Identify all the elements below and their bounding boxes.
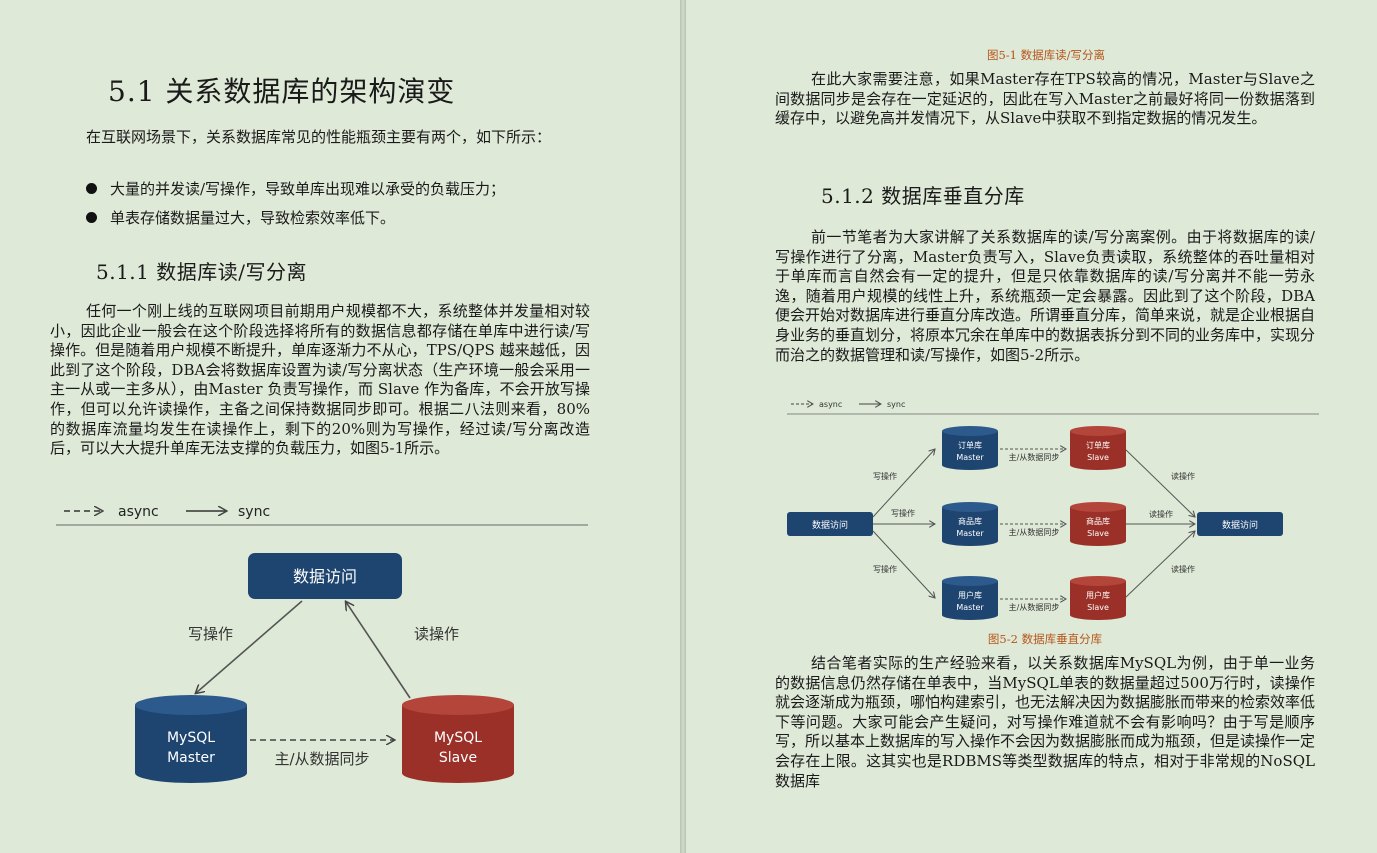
sync-label: 主/从数据同步 [1009, 602, 1060, 612]
db-name: 用户库 [958, 590, 982, 600]
bullet-item: 单表存储数据量过大，导致检索效率低下。 [86, 207, 395, 228]
legend-sync-label: sync [238, 504, 270, 520]
read-arrow [1124, 531, 1195, 599]
legend-async-label: async [118, 504, 159, 520]
db-name: 商品库 [958, 516, 982, 526]
figure1-caption: 图5-1 数据库读/写分离 [986, 48, 1106, 62]
master-cylinder-body [135, 705, 247, 783]
read-label: 读操作 [414, 625, 459, 643]
bullet-text: 大量的并发读/写操作，导致单库出现难以承受的负载压力； [110, 180, 506, 198]
body-paragraph: 在此大家需要注意，如果Master存在TPS较高的情况，Master与Slave… [775, 70, 1315, 128]
read-label: 读操作 [1171, 471, 1195, 481]
slave-label-line1: MySQL [434, 730, 482, 746]
read-label: 读操作 [1149, 509, 1173, 519]
slave-cylinder-top [1070, 576, 1126, 586]
master-cylinder-top [942, 426, 998, 436]
slave-cylinder-body [1070, 431, 1126, 470]
left-page: 5.1 关系数据库的架构演变 在互联网场景下，关系数据库常见的性能瓶颈主要有两个… [0, 0, 680, 853]
body-paragraph: 前一节笔者为大家讲解了关系数据库的读/写分离案例。由于将数据库的读/写操作进行了… [775, 228, 1316, 364]
figure-vertical-sharding: async sync 数据访问 数据访问 写操作 写操作 写操作 读操作 读操作… [787, 400, 1319, 620]
master-cylinder-body [942, 431, 998, 470]
master-label: Master [956, 529, 984, 538]
access-box [248, 553, 402, 599]
legend-async-label: async [819, 400, 842, 409]
slave-cylinder-top [1070, 426, 1126, 436]
db-name: 订单库 [1086, 440, 1110, 450]
read-arrow [1124, 448, 1195, 517]
write-arrow [196, 600, 303, 693]
read-label: 读操作 [1171, 564, 1195, 574]
access-box-left [787, 512, 873, 536]
body-paragraph: 结合笔者实际的生产经验来看，以关系数据库MySQL为例，由于单一业务的数据信息仍… [775, 654, 1316, 790]
legend-sync-label: sync [887, 400, 905, 409]
right-page: 图5-1 数据库读/写分离 在此大家需要注意，如果Master存在TPS较高的情… [686, 0, 1377, 853]
write-arrow [872, 530, 935, 598]
body-paragraph: 任何一个刚上线的互联网项目前期用户规模都不大，系统整体并发量相对较小，因此企业一… [50, 302, 590, 458]
subsection-title: 5.1.1 数据库读/写分离 [96, 260, 307, 284]
slave-cylinder-top [402, 695, 514, 715]
slave-label: Slave [1087, 453, 1109, 462]
read-arrow [346, 602, 411, 699]
intro-paragraph: 在互联网场景下，关系数据库常见的性能瓶颈主要有两个，如下所示： [86, 128, 552, 146]
bullet-text: 单表存储数据量过大，导致检索效率低下。 [110, 209, 396, 227]
master-cylinder-top [942, 576, 998, 586]
master-label-line1: MySQL [167, 730, 215, 746]
write-label: 写操作 [891, 508, 915, 518]
write-label: 写操作 [873, 471, 897, 481]
bullet-dot [86, 212, 97, 223]
access-box-right [1197, 512, 1283, 536]
master-cylinder-body [942, 581, 998, 620]
master-label: Master [956, 453, 984, 462]
write-arrow [872, 449, 935, 518]
slave-cylinder-body [1070, 507, 1126, 546]
book-gutter [680, 0, 686, 853]
bullet-dot [86, 183, 97, 194]
bullet-item: 大量的并发读/写操作，导致单库出现难以承受的负载压力； [86, 178, 505, 199]
slave-label-line2: Slave [439, 750, 477, 766]
db-name: 商品库 [1086, 516, 1110, 526]
access-label-left: 数据访问 [812, 519, 848, 531]
figure-read-write-split: async sync 数据访问 写操作 读操作 MySQL Master MyS… [56, 504, 588, 783]
access-label: 数据访问 [293, 567, 357, 586]
sync-label: 主/从数据同步 [274, 750, 369, 768]
master-label-line2: Master [167, 750, 215, 766]
slave-label: Slave [1087, 603, 1109, 612]
master-cylinder-body [942, 507, 998, 546]
section-title: 5.1 关系数据库的架构演变 [108, 75, 456, 108]
write-label: 写操作 [188, 625, 233, 643]
write-label: 写操作 [873, 564, 897, 574]
master-label: Master [956, 603, 984, 612]
sync-label: 主/从数据同步 [1009, 527, 1060, 537]
slave-cylinder-body [402, 705, 514, 783]
sync-label: 主/从数据同步 [1009, 452, 1060, 462]
figure2-caption: 图5-2 数据库垂直分库 [987, 632, 1103, 646]
master-cylinder-top [942, 502, 998, 512]
db-name: 用户库 [1086, 590, 1110, 600]
subsection-title: 5.1.2 数据库垂直分库 [821, 184, 1025, 208]
slave-cylinder-body [1070, 581, 1126, 620]
master-cylinder-top [135, 695, 247, 715]
slave-label: Slave [1087, 529, 1109, 538]
access-label-right: 数据访问 [1222, 519, 1258, 531]
db-name: 订单库 [958, 440, 982, 450]
slave-cylinder-top [1070, 502, 1126, 512]
